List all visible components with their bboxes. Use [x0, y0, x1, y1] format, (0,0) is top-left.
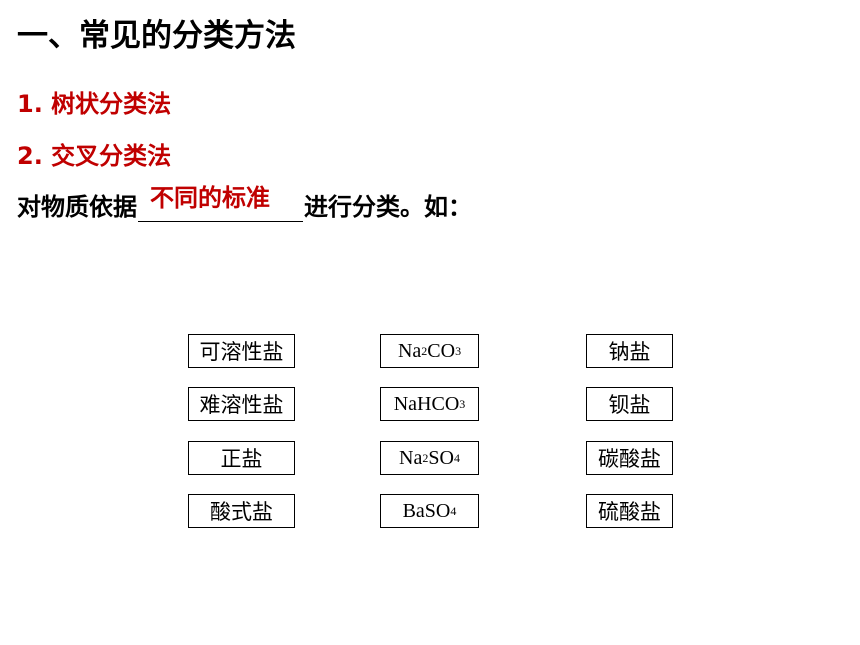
- formula-part: BaSO: [402, 499, 451, 522]
- formula-part: Na: [397, 339, 422, 362]
- formula-part: CO: [427, 339, 456, 362]
- formula-part: Na: [399, 446, 423, 469]
- salt-type-box: 可溶性盐: [188, 334, 295, 368]
- formula-subscript: 2: [422, 450, 429, 465]
- definition-sentence: 对物质依据 不同的标准 进行分类。如：: [17, 184, 472, 222]
- category-box: 硫酸盐: [586, 494, 673, 528]
- sentence-before: 对物质依据: [17, 193, 137, 221]
- salt-type-box: 酸式盐: [188, 494, 295, 528]
- category-box: 碳酸盐: [586, 441, 673, 475]
- salt-type-box: 正盐: [188, 441, 295, 475]
- fill-blank: 不同的标准: [138, 184, 303, 222]
- method-cross-classification: 2. 交叉分类法: [17, 142, 172, 170]
- formula-subscript: 2: [421, 343, 428, 358]
- blank-answer: 不同的标准: [150, 184, 270, 212]
- formula-subscript: 4: [453, 450, 460, 465]
- salt-type-box: 难溶性盐: [188, 387, 295, 421]
- formula-part: NaHCO: [393, 392, 460, 415]
- category-box: 钠盐: [586, 334, 673, 368]
- method-tree-classification: 1. 树状分类法: [17, 90, 172, 118]
- page-title: 一、常见的分类方法: [17, 18, 296, 54]
- formula-subscript: 4: [450, 503, 457, 518]
- formula-subscript: 3: [459, 396, 466, 411]
- formula-subscript: 3: [455, 343, 462, 358]
- sentence-after: 进行分类。如：: [304, 193, 472, 221]
- formula-part: SO: [428, 446, 454, 469]
- category-box: 钡盐: [586, 387, 673, 421]
